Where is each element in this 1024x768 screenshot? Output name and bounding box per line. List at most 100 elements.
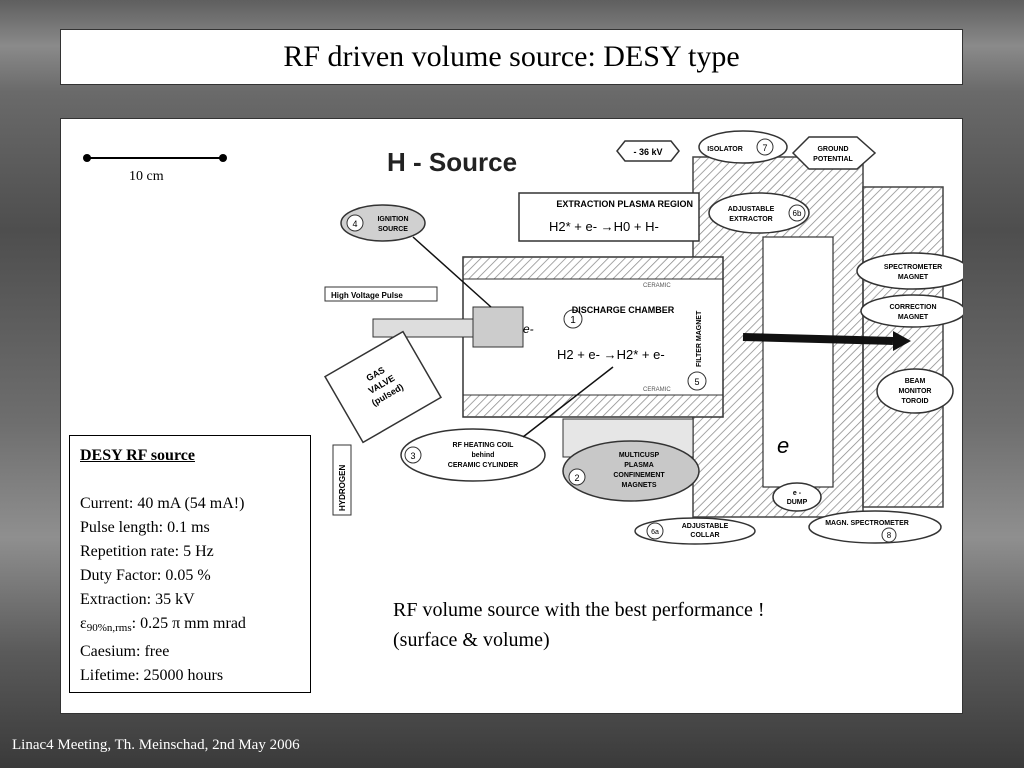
svg-text:DUMP: DUMP xyxy=(787,499,808,506)
slide-footer: Linac4 Meeting, Th. Meinschad, 2nd May 2… xyxy=(12,737,300,753)
svg-text:PLASMA: PLASMA xyxy=(624,462,654,469)
spec-pulse-length: Pulse length: 0.1 ms xyxy=(80,519,210,536)
scale-bar: 10 cm xyxy=(83,149,229,184)
injector-head xyxy=(472,306,524,348)
svg-text:6b: 6b xyxy=(793,209,802,218)
svg-text:EXTRACTOR: EXTRACTOR xyxy=(729,216,772,223)
svg-text:3: 3 xyxy=(410,451,415,461)
svg-text:ADJUSTABLE: ADJUSTABLE xyxy=(682,523,729,530)
ceramic-bottom-wall xyxy=(462,394,724,418)
neg-voltage-callout: - 36 kV xyxy=(616,140,680,162)
spec-repetition-rate: Repetition rate: 5 Hz xyxy=(80,543,214,560)
e-dump-callout: e - DUMP xyxy=(772,482,822,512)
ignition-source-callout: 4 IGNITION SOURCE xyxy=(340,204,426,242)
beam-arrow-line xyxy=(742,333,894,345)
svg-text:IGNITION: IGNITION xyxy=(377,216,408,223)
svg-text:MAGNET: MAGNET xyxy=(898,274,929,281)
content-panel: 10 cm H - Source xyxy=(60,118,970,714)
specs-box: DESY RF source Current: 40 mA (54 mA!) P… xyxy=(69,435,311,693)
svg-text:4: 4 xyxy=(352,219,357,229)
spec-current: Current: 40 mA (54 mA!) xyxy=(80,495,245,512)
h-source-diagram: H - Source GAS VALVE (pulsed) HYDROGE xyxy=(323,127,970,547)
adjustable-collar-callout: 6a ADJUSTABLE COLLAR xyxy=(634,517,756,545)
extraction-reaction: H2* + e- →H0 + H- xyxy=(549,219,659,234)
svg-text:e -: e - xyxy=(793,490,802,497)
discharge-number xyxy=(563,309,583,329)
correction-magnet-callout: CORRECTION MAGNET xyxy=(860,294,966,328)
discharge-reaction: H2 + e- →H2* + e- xyxy=(557,347,665,362)
source-schematic: H - Source GAS VALVE (pulsed) HYDROGE xyxy=(324,130,970,545)
emittance-value: : 0.25 π mm mrad xyxy=(131,615,246,632)
spec-emittance: ε90%n,rms: 0.25 π mm mrad xyxy=(80,612,300,640)
emittance-subscript: 90%n,rms xyxy=(86,622,132,634)
ignition-leader xyxy=(412,236,492,308)
injector-rod xyxy=(372,318,474,338)
spec-extraction: Extraction: 35 kV xyxy=(80,591,195,608)
ceramic-bottom-label: CERAMIC xyxy=(643,387,671,393)
svg-text:MAGNET: MAGNET xyxy=(898,314,929,321)
specs-heading: DESY RF source xyxy=(80,447,195,464)
svg-text:CONFINEMENT: CONFINEMENT xyxy=(613,472,665,479)
magn-spectrometer-callout: MAGN. SPECTROMETER 8 xyxy=(808,510,942,544)
beam-monitor-callout: BEAM MONITOR TOROID xyxy=(876,368,954,414)
svg-text:COLLAR: COLLAR xyxy=(690,532,719,539)
svg-text:MONITOR: MONITOR xyxy=(899,388,932,395)
scale-bar-line xyxy=(83,154,227,162)
ceramic-top-wall xyxy=(462,256,724,280)
beam-arrowhead xyxy=(893,331,911,351)
svg-text:7: 7 xyxy=(762,143,767,153)
filter-number-callout: 5 xyxy=(687,371,707,391)
dump-electron: e xyxy=(777,433,789,458)
svg-text:BEAM: BEAM xyxy=(905,378,926,385)
ceramic-top-label: CERAMIC xyxy=(643,283,671,289)
isolator-callout: ISOLATOR 7 xyxy=(698,130,788,164)
multicusp-callout: 2 MULTICUSP PLASMA CONFINEMENT MAGNETS xyxy=(562,440,700,502)
spectrometer-chamber xyxy=(762,236,834,488)
gas-valve: GAS VALVE (pulsed) xyxy=(324,330,442,444)
caption-line-2: (surface & volume) xyxy=(393,629,550,651)
svg-text:ISOLATOR: ISOLATOR xyxy=(707,146,743,153)
hv-pulse-label: High Voltage Pulse xyxy=(331,291,403,300)
svg-text:RF HEATING COIL: RF HEATING COIL xyxy=(453,442,515,449)
svg-text:behind: behind xyxy=(472,452,495,459)
extraction-region-box xyxy=(518,192,700,242)
ground-potential-callout: GROUND POTENTIAL xyxy=(791,136,877,170)
svg-text:MAGNETS: MAGNETS xyxy=(622,482,657,489)
diagram-heading: H - Source xyxy=(387,147,517,177)
svg-text:ADJUSTABLE: ADJUSTABLE xyxy=(728,206,775,213)
svg-text:2: 2 xyxy=(574,473,579,483)
svg-text:SOURCE: SOURCE xyxy=(378,226,408,233)
housing-right xyxy=(862,186,944,508)
svg-text:5: 5 xyxy=(694,377,699,387)
svg-text:SPECTROMETER: SPECTROMETER xyxy=(884,264,942,271)
spec-caesium: Caesium: free xyxy=(80,643,170,660)
svg-text:8: 8 xyxy=(887,531,892,540)
rf-heating-coil-callout: 3 RF HEATING COIL behind CERAMIC CYLINDE… xyxy=(400,428,546,482)
svg-text:- 36 kV: - 36 kV xyxy=(633,147,662,157)
hv-pulse-box xyxy=(324,286,438,302)
adjustable-extractor-callout: ADJUSTABLE EXTRACTOR 6b xyxy=(708,192,810,234)
slide-title: RF driven volume source: DESY type xyxy=(60,29,963,85)
svg-text:1: 1 xyxy=(570,315,576,326)
spec-duty-factor: Duty Factor: 0.05 % xyxy=(80,567,211,584)
spectrometer-magnet-callout: SPECTROMETER MAGNET xyxy=(856,252,970,290)
svg-text:CERAMIC CYLINDER: CERAMIC CYLINDER xyxy=(448,462,518,469)
svg-text:MAGN. SPECTROMETER: MAGN. SPECTROMETER xyxy=(825,520,909,527)
electron-label: e- xyxy=(523,322,534,336)
svg-text:CORRECTION: CORRECTION xyxy=(889,304,936,311)
svg-text:TOROID: TOROID xyxy=(901,398,928,405)
hydrogen-label: HYDROGEN xyxy=(338,465,347,511)
rf-leader xyxy=(522,366,614,438)
extraction-region-label: EXTRACTION PLASMA REGION xyxy=(556,199,693,209)
svg-text:MULTICUSP: MULTICUSP xyxy=(619,452,660,459)
filter-magnet-label: FILTER MAGNET xyxy=(696,310,703,367)
hydrogen-pipe xyxy=(332,444,352,516)
scale-bar-label: 10 cm xyxy=(129,169,164,184)
svg-text:6a: 6a xyxy=(651,529,659,536)
performance-caption: RF volume source with the best performan… xyxy=(393,595,913,655)
spec-lifetime: Lifetime: 25000 hours xyxy=(80,667,224,684)
svg-text:GROUND: GROUND xyxy=(817,146,848,153)
discharge-chamber-label: DISCHARGE CHAMBER xyxy=(572,305,675,315)
emittance-symbol: ε xyxy=(80,615,87,632)
caption-line-1: RF volume source with the best performan… xyxy=(393,599,765,621)
